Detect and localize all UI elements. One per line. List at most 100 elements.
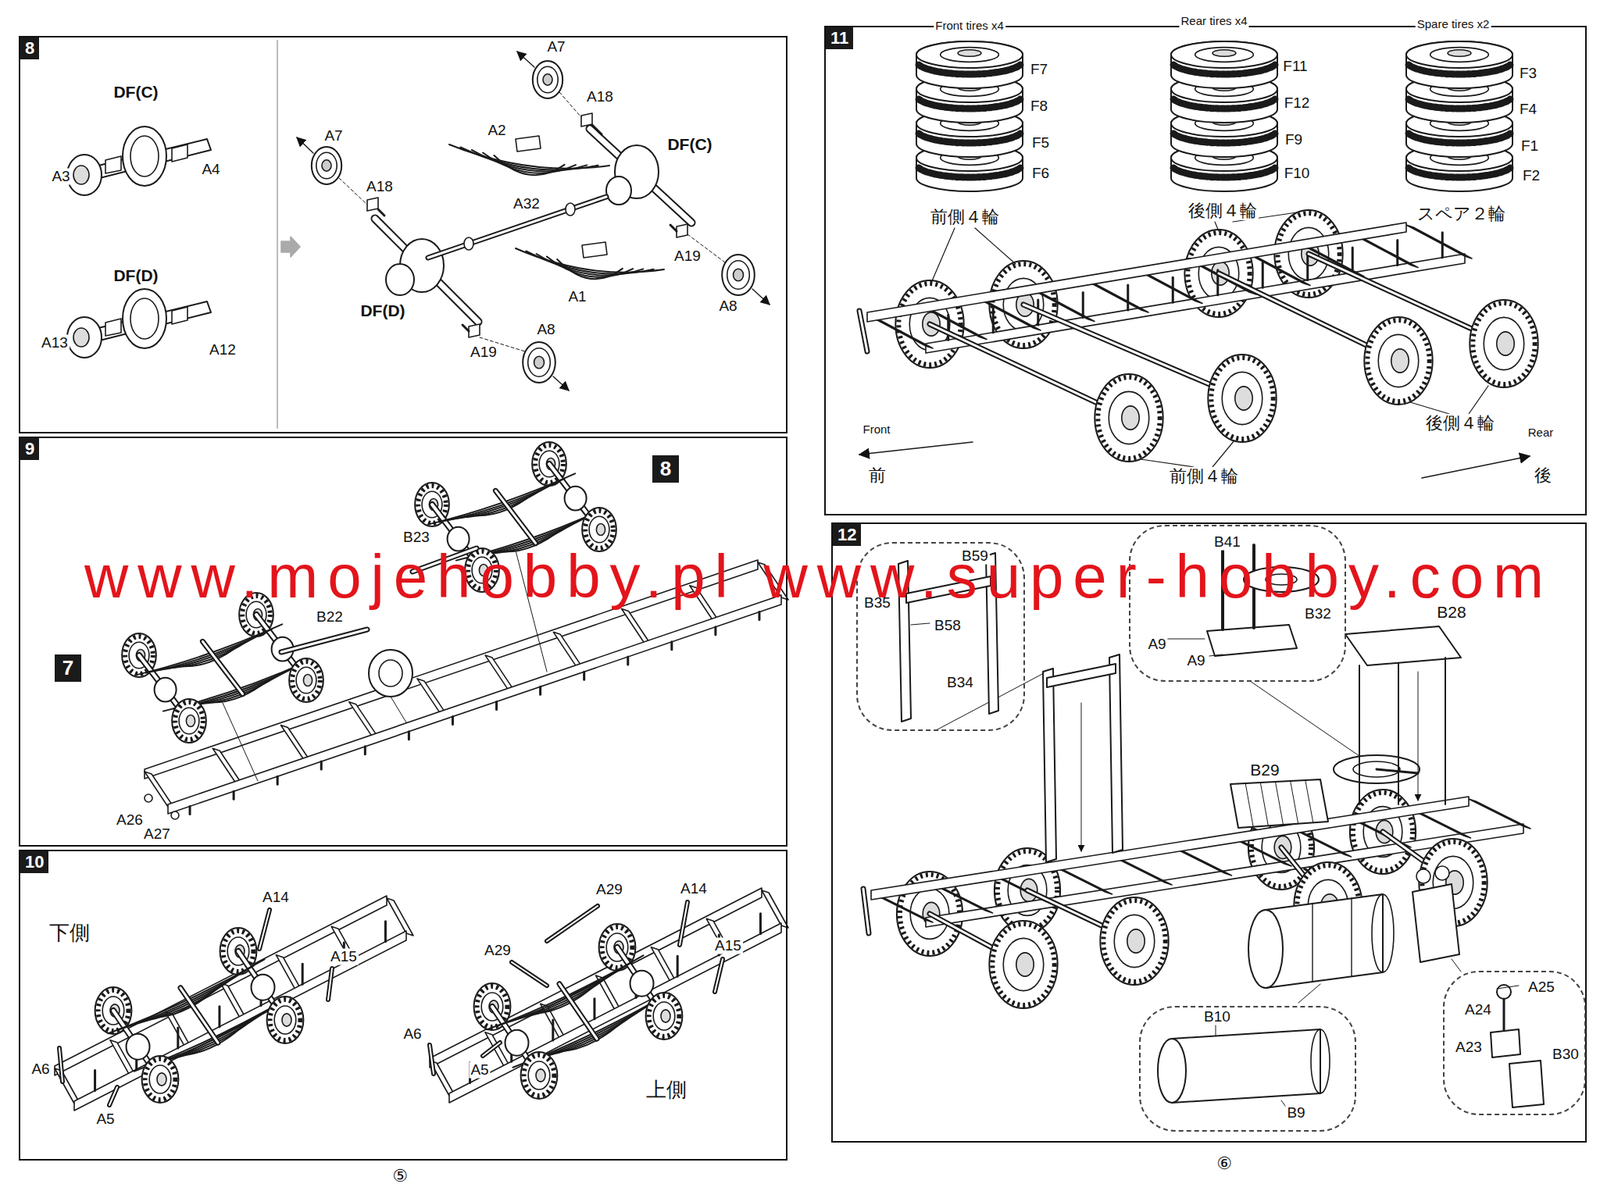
axle-ring	[130, 135, 159, 177]
leaf-spring	[557, 1019, 626, 1053]
part-number: A8	[535, 321, 557, 339]
spare-wheel	[1265, 574, 1297, 586]
rim	[1003, 938, 1044, 991]
step-number: 9	[20, 438, 40, 461]
spindle	[462, 325, 469, 332]
wheel-hub	[733, 268, 744, 282]
leader-line	[1209, 654, 1223, 657]
battery-box	[1275, 782, 1284, 825]
ball	[1435, 866, 1450, 881]
part-number: A32	[511, 196, 542, 213]
part-number: F11	[1281, 58, 1309, 75]
differential	[251, 975, 275, 1001]
step-arrow	[281, 236, 300, 258]
part-number: A27	[142, 826, 172, 843]
caption: Spare tires x2	[1415, 17, 1492, 32]
direction-arrow	[296, 137, 314, 154]
transfer-case	[368, 650, 413, 697]
fifth-wheel	[1376, 769, 1418, 774]
tube	[59, 1048, 63, 1083]
tire	[1171, 41, 1278, 89]
tube	[511, 962, 547, 986]
part-number: B41	[1212, 534, 1243, 551]
tire-tread	[1367, 320, 1429, 402]
tire-tread	[175, 702, 204, 740]
part-number: F7	[1028, 61, 1050, 79]
part-number: A5	[468, 1062, 490, 1079]
stalk	[1503, 999, 1506, 1033]
bracket	[342, 942, 346, 964]
tire-tread	[1097, 377, 1160, 459]
tube	[511, 962, 547, 986]
leader-line	[910, 623, 930, 625]
part-number: A18	[364, 178, 395, 196]
rim	[940, 47, 1000, 63]
fuel-tank	[1371, 894, 1394, 973]
tank-strap	[1350, 898, 1352, 977]
hub	[957, 50, 982, 58]
joint	[464, 237, 474, 250]
wheel-hub	[311, 146, 342, 185]
tube	[589, 128, 692, 223]
frame-rail	[871, 796, 1469, 900]
leaf-spring	[493, 155, 565, 175]
leader-line	[559, 92, 582, 118]
japanese-caption: スペア２輪	[1415, 204, 1508, 224]
bracket	[171, 307, 188, 325]
detail-inset: B10B9	[1139, 1006, 1357, 1133]
tube	[863, 889, 869, 934]
tube	[428, 196, 607, 258]
differential	[606, 176, 632, 205]
bracket	[626, 657, 629, 665]
bracket	[384, 921, 387, 943]
axle-ring	[130, 298, 159, 340]
tube	[714, 959, 723, 993]
tube	[281, 629, 368, 653]
battery-box	[1260, 782, 1268, 826]
tire	[916, 41, 1023, 89]
bracket	[232, 791, 236, 800]
rim	[296, 667, 317, 694]
page-number: ⑥	[1216, 1154, 1233, 1174]
tube	[679, 902, 688, 946]
bracket	[105, 156, 122, 174]
bracket	[217, 1007, 221, 1028]
hub	[282, 1014, 292, 1027]
part-number: F3	[1517, 65, 1539, 83]
stake	[1171, 277, 1175, 303]
wheel-hub	[534, 356, 545, 369]
part-number: A7	[322, 128, 344, 145]
axle-ring	[122, 126, 167, 186]
bracket	[759, 914, 762, 935]
step-number: 12	[832, 524, 861, 547]
part-number: F10	[1282, 165, 1312, 183]
tire	[289, 658, 324, 703]
leaf-spring	[178, 1023, 247, 1057]
part-number: A15	[713, 938, 743, 955]
tire-tread	[292, 661, 321, 700]
bracket	[407, 732, 411, 740]
tube	[375, 218, 479, 322]
part-number: A12	[207, 342, 238, 359]
tube	[429, 1045, 434, 1075]
tire	[1364, 317, 1433, 405]
differential	[447, 527, 470, 552]
wheel-hub	[522, 342, 556, 383]
assembly-line	[515, 550, 547, 672]
leaf-spring	[557, 259, 623, 279]
stake	[1441, 232, 1444, 258]
cross-member	[1406, 225, 1472, 259]
wheel-hub	[542, 74, 553, 86]
tire	[1406, 41, 1513, 68]
tube	[109, 1087, 118, 1106]
tube	[863, 889, 869, 934]
rim	[1114, 914, 1155, 968]
fuel-tank	[1157, 1039, 1186, 1104]
part-number: A9	[1146, 636, 1168, 654]
tire	[521, 1052, 558, 1100]
tire-tread	[524, 1055, 555, 1097]
hub	[1127, 929, 1145, 954]
tube	[259, 910, 270, 950]
leader-line	[1250, 681, 1360, 757]
